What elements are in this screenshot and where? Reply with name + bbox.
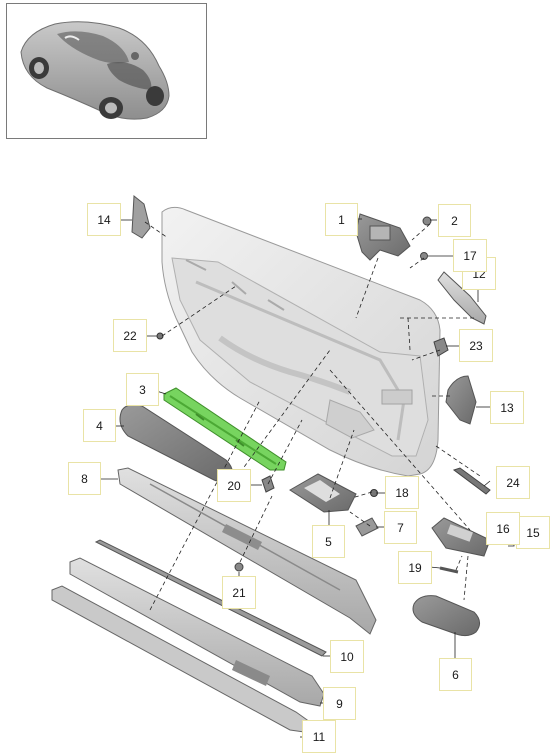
callout-8[interactable]: 8: [68, 462, 101, 495]
part-3-highlighted-strip: [163, 387, 287, 471]
callout-7[interactable]: 7: [384, 511, 417, 544]
part-13-cover: [445, 375, 477, 425]
callout-2[interactable]: 2: [438, 204, 471, 237]
part-14-trim: [131, 195, 151, 239]
callout-15[interactable]: 15: [516, 516, 550, 549]
part-12-trim-strip: [437, 271, 487, 325]
callout-22[interactable]: 22: [113, 319, 147, 352]
part-5-handle-bezel: [289, 473, 357, 513]
door-inner-panel: [161, 206, 441, 477]
callout-24[interactable]: 24: [496, 466, 530, 499]
part-8-trim-rail: [117, 467, 377, 635]
part-21-clip: [234, 562, 244, 572]
callout-13[interactable]: 13: [490, 391, 524, 424]
part-10-thin-strip: [94, 539, 327, 657]
callout-20[interactable]: 20: [217, 469, 251, 502]
callout-16[interactable]: 16: [486, 512, 520, 545]
car-icon: [20, 21, 170, 120]
callout-21[interactable]: 21: [222, 576, 256, 609]
part-2-nut: [422, 216, 432, 226]
callout-10[interactable]: 10: [330, 640, 364, 673]
part-9-sill-trim: [69, 557, 325, 707]
callout-11[interactable]: 11: [302, 720, 336, 753]
callout-23[interactable]: 23: [459, 329, 493, 362]
callout-9[interactable]: 9: [323, 687, 356, 720]
callout-4[interactable]: 4: [83, 409, 116, 442]
callout-5[interactable]: 5: [312, 525, 345, 558]
callout-17[interactable]: 17: [453, 239, 487, 272]
vehicle-thumbnail: [6, 3, 207, 139]
part-16-switch-housing: [431, 517, 491, 557]
callout-14[interactable]: 14: [87, 203, 121, 236]
part-7-bracket: [355, 517, 379, 537]
part-19-screw: [439, 566, 459, 574]
callout-6[interactable]: 6: [439, 658, 472, 691]
part-6-pad: [412, 595, 480, 637]
callout-18[interactable]: 18: [385, 476, 419, 509]
part-24-strip: [452, 467, 491, 495]
callout-3[interactable]: 3: [126, 373, 159, 406]
part-17-clip: [420, 252, 428, 260]
part-1-bracket: [355, 213, 411, 261]
callout-1[interactable]: 1: [325, 203, 358, 236]
callout-19[interactable]: 19: [398, 551, 432, 584]
